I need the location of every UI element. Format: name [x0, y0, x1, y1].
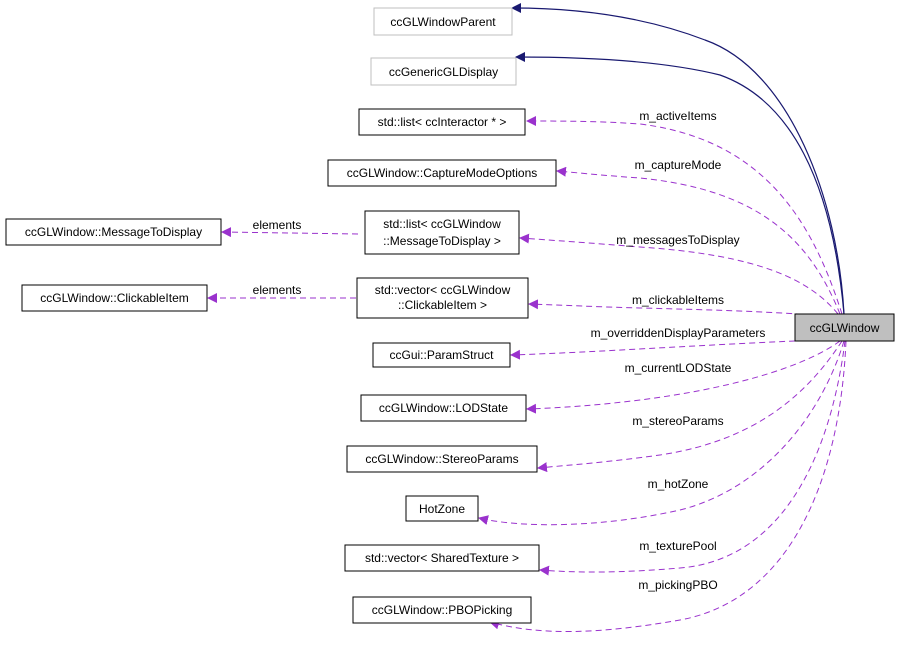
edge-clickable-items — [528, 299, 823, 317]
svg-text:ccGLWindow::MessageToDisplay: ccGLWindow::MessageToDisplay — [25, 225, 202, 239]
svg-text:std::list< ccInteractor * >: std::list< ccInteractor * > — [378, 115, 507, 129]
node-lod-state[interactable]: ccGLWindow::LODState — [360, 394, 527, 422]
edge-label-elements-clickable: elements — [253, 283, 302, 297]
edge-label-clickable-items: m_clickableItems — [632, 293, 724, 307]
edge-inherit-ccgenericgldisplay — [515, 52, 845, 315]
edge-label-overridden-display-parameters: m_overriddenDisplayParameters — [591, 326, 766, 340]
edge-elements-messages — [221, 227, 359, 238]
node-param-struct[interactable]: ccGui::ParamStruct — [372, 342, 511, 368]
svg-text:ccGenericGLDisplay: ccGenericGLDisplay — [389, 65, 498, 79]
node-list-interactor[interactable]: std::list< ccInteractor * > — [358, 108, 526, 136]
edge-label-picking-pbo: m_pickingPBO — [638, 578, 717, 592]
edge-hot-zone — [478, 340, 845, 526]
node-message-to-display[interactable]: ccGLWindow::MessageToDisplay — [5, 218, 222, 246]
node-ccgenericgldisplay[interactable]: ccGenericGLDisplay — [370, 57, 517, 86]
svg-text:HotZone: HotZone — [419, 502, 465, 516]
node-clickable-item[interactable]: ccGLWindow::ClickableItem — [21, 284, 208, 312]
edge-current-lod-state — [526, 340, 841, 414]
edge-label-active-items: m_activeItems — [639, 109, 716, 123]
svg-text:ccGLWindowParent: ccGLWindowParent — [390, 15, 496, 29]
edge-texture-pool — [539, 340, 846, 576]
svg-text:ccGLWindow::StereoParams: ccGLWindow::StereoParams — [365, 452, 518, 466]
svg-text:::MessageToDisplay >: ::MessageToDisplay > — [383, 234, 501, 248]
svg-text:std::vector< ccGLWindow: std::vector< ccGLWindow — [375, 283, 511, 297]
edge-label-texture-pool: m_texturePool — [639, 539, 716, 553]
node-hot-zone[interactable]: HotZone — [405, 495, 479, 522]
edge-label-current-lod-state: m_currentLODState — [625, 361, 732, 375]
edge-overridden-display-parameters — [510, 340, 796, 360]
edges — [207, 3, 847, 632]
svg-text:ccGLWindow::PBOPicking: ccGLWindow::PBOPicking — [372, 603, 513, 617]
svg-text:ccGLWindow::LODState: ccGLWindow::LODState — [379, 401, 508, 415]
node-list-messages[interactable]: std::list< ccGLWindow ::MessageToDisplay… — [364, 210, 520, 255]
node-vector-clickable[interactable]: std::vector< ccGLWindow ::ClickableItem … — [356, 277, 529, 319]
edge-stereo-params — [537, 340, 843, 473]
node-pbo-picking[interactable]: ccGLWindow::PBOPicking — [352, 596, 532, 624]
node-ccglwindow[interactable]: ccGLWindow — [794, 313, 895, 342]
node-vector-shared-texture[interactable]: std::vector< SharedTexture > — [344, 544, 540, 572]
node-ccglwindowparent[interactable]: ccGLWindowParent — [373, 7, 513, 36]
svg-text:std::list< ccGLWindow: std::list< ccGLWindow — [383, 217, 501, 231]
edge-label-capture-mode: m_captureMode — [635, 158, 722, 172]
svg-text:::ClickableItem >: ::ClickableItem > — [398, 298, 487, 312]
edge-messages-to-display — [519, 233, 839, 315]
edge-labels: m_activeItems m_captureMode m_messagesTo… — [253, 109, 766, 592]
svg-text:ccGLWindow::ClickableItem: ccGLWindow::ClickableItem — [40, 291, 189, 305]
edge-label-elements-messages: elements — [253, 218, 302, 232]
node-capture-mode-options[interactable]: ccGLWindow::CaptureModeOptions — [327, 159, 557, 187]
edge-label-stereo-params: m_stereoParams — [632, 414, 723, 428]
edge-active-items — [526, 116, 843, 315]
svg-text:ccGui::ParamStruct: ccGui::ParamStruct — [389, 348, 494, 362]
svg-text:ccGLWindow: ccGLWindow — [810, 321, 880, 335]
svg-text:std::vector< SharedTexture >: std::vector< SharedTexture > — [365, 551, 519, 565]
node-stereo-params[interactable]: ccGLWindow::StereoParams — [346, 445, 538, 473]
edge-inherit-ccglwindowparent — [511, 3, 845, 315]
edge-label-hot-zone: m_hotZone — [648, 477, 709, 491]
edge-label-messages-to-display: m_messagesToDisplay — [616, 233, 739, 247]
svg-text:ccGLWindow::CaptureModeOptions: ccGLWindow::CaptureModeOptions — [347, 166, 538, 180]
